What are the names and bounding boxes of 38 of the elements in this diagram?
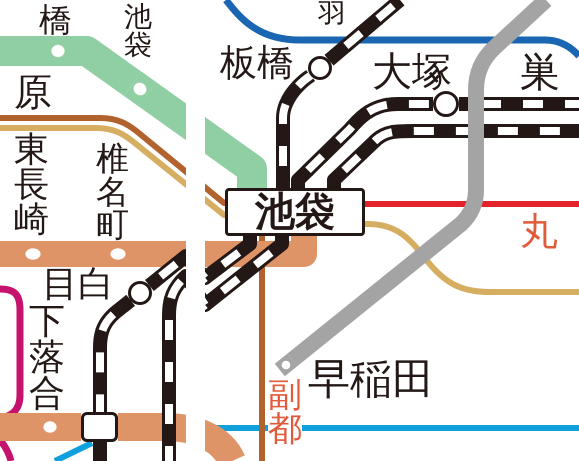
rail-line <box>0 36 49 66</box>
station-name: 池袋 <box>124 3 152 59</box>
rail-line <box>67 36 142 96</box>
rail-line <box>365 201 579 207</box>
rail-line <box>145 236 257 291</box>
station-name: 羽 <box>318 0 346 28</box>
station-name: 目白 <box>42 267 114 303</box>
station-name: 大塚 <box>372 52 452 92</box>
rail-line <box>291 97 433 188</box>
line-name: 丸 <box>520 212 558 250</box>
rail-line <box>128 236 317 267</box>
rail-line <box>0 413 41 441</box>
station-name: 巣 <box>520 53 560 93</box>
rail-line <box>162 236 289 461</box>
line-name: 副都 <box>268 378 302 446</box>
rail-line <box>327 124 579 188</box>
rail-line <box>43 241 108 267</box>
rail-line <box>276 69 317 188</box>
station-name-box: 池袋 <box>225 188 365 236</box>
rail-line <box>0 115 227 206</box>
rail-line <box>59 413 81 441</box>
station-name: 椎名町 <box>96 142 129 241</box>
rail-line <box>459 97 579 111</box>
station-name: 東長崎 <box>14 133 49 238</box>
rail-line <box>93 294 135 412</box>
station-name: 早稲田 <box>308 358 434 400</box>
station-name: 橋 <box>39 3 72 36</box>
station-name: 板橋 <box>220 44 294 81</box>
rail-line <box>0 241 23 267</box>
station-name: 原 <box>14 73 52 111</box>
rail-line <box>287 0 552 366</box>
station-box <box>81 412 118 442</box>
station-name: 下落合 <box>29 304 65 412</box>
rail-line <box>324 0 405 66</box>
rail-line <box>138 82 267 188</box>
rail-line <box>0 125 227 218</box>
rail-line <box>365 221 579 295</box>
rail-line <box>259 236 265 461</box>
